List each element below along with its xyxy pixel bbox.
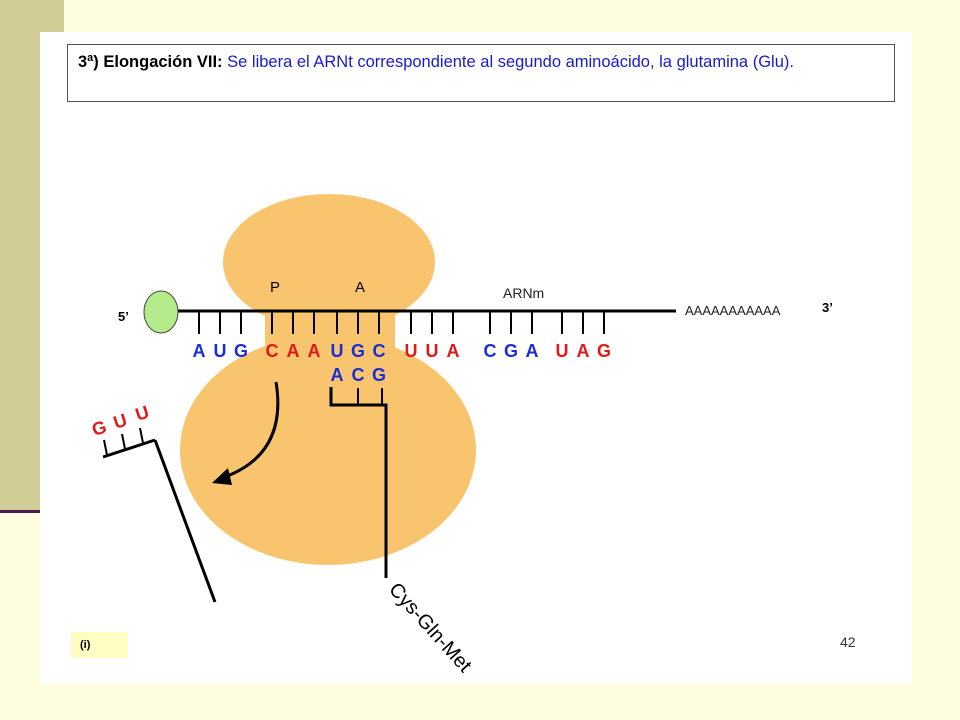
mrna-nucleotide: G bbox=[504, 341, 518, 361]
mrna-nucleotide: U bbox=[426, 341, 439, 361]
label-a-site: A bbox=[355, 279, 365, 296]
mrna-nucleotide: A bbox=[193, 341, 206, 361]
released-trna-tick-1 bbox=[103, 439, 108, 456]
slide-title: 3ª) Elongación VII: Se libera el ARNt co… bbox=[67, 44, 895, 102]
footnote-label: (i) bbox=[71, 632, 128, 658]
mrna-base-ticks bbox=[198, 312, 605, 334]
mrna-nucleotide: G bbox=[597, 341, 611, 361]
a-site-anticodon-nucleotide: G bbox=[372, 365, 386, 385]
label-5-prime: 5’ bbox=[118, 309, 129, 324]
mrna-nucleotide: A bbox=[447, 341, 460, 361]
page-number: 42 bbox=[840, 634, 856, 650]
slide-canvas bbox=[40, 32, 912, 684]
five-prime-cap bbox=[143, 290, 179, 334]
mrna-nucleotide: U bbox=[214, 341, 227, 361]
released-anticodon-nucleotide: U bbox=[133, 402, 152, 425]
mrna-nucleotide: U bbox=[331, 341, 344, 361]
released-trna-tick-2 bbox=[121, 433, 126, 450]
released-trna-tick-3 bbox=[139, 427, 144, 444]
peptide-chain: Cys-Gln-Met bbox=[384, 579, 476, 677]
a-site-anticodon-nucleotide: A bbox=[331, 365, 344, 385]
mrna-nucleotide: G bbox=[234, 341, 248, 361]
ribosome-large-subunit bbox=[223, 194, 435, 330]
released-trna bbox=[102, 427, 217, 603]
mrna-nucleotide: A bbox=[577, 341, 590, 361]
released-anticodon-nucleotide: U bbox=[111, 410, 130, 433]
poly-a-tail: AAAAAAAAAAA bbox=[685, 303, 781, 318]
released-anticodon-nucleotide: G bbox=[89, 417, 109, 440]
slide-title-text: Se libera el ARNt correspondiente al seg… bbox=[222, 53, 794, 71]
mrna-nucleotide: A bbox=[287, 341, 300, 361]
ribosome-small-subunit bbox=[180, 335, 476, 565]
mrna-nucleotide: C bbox=[266, 341, 279, 361]
release-arrow bbox=[221, 381, 280, 480]
mrna-nucleotide: C bbox=[373, 341, 386, 361]
released-trna-bar bbox=[102, 438, 156, 459]
mrna-nucleotide: G bbox=[351, 341, 365, 361]
mrna-nucleotide: U bbox=[556, 341, 569, 361]
mrna-nucleotide: U bbox=[405, 341, 418, 361]
label-3-prime: 3’ bbox=[822, 300, 833, 315]
a-site-anticodon-nucleotide: C bbox=[352, 365, 365, 385]
slide-title-step: 3ª) Elongación VII: bbox=[78, 53, 223, 71]
mrna-nucleotide: A bbox=[526, 341, 539, 361]
label-p-site: P bbox=[270, 279, 280, 296]
side-decoration-rule bbox=[0, 510, 64, 513]
mrna-nucleotide: C bbox=[484, 341, 497, 361]
released-trna-arm bbox=[153, 439, 217, 603]
label-mrna: ARNm bbox=[503, 285, 544, 301]
release-arrow-head bbox=[212, 468, 232, 485]
mrna-nucleotide: A bbox=[308, 341, 321, 361]
